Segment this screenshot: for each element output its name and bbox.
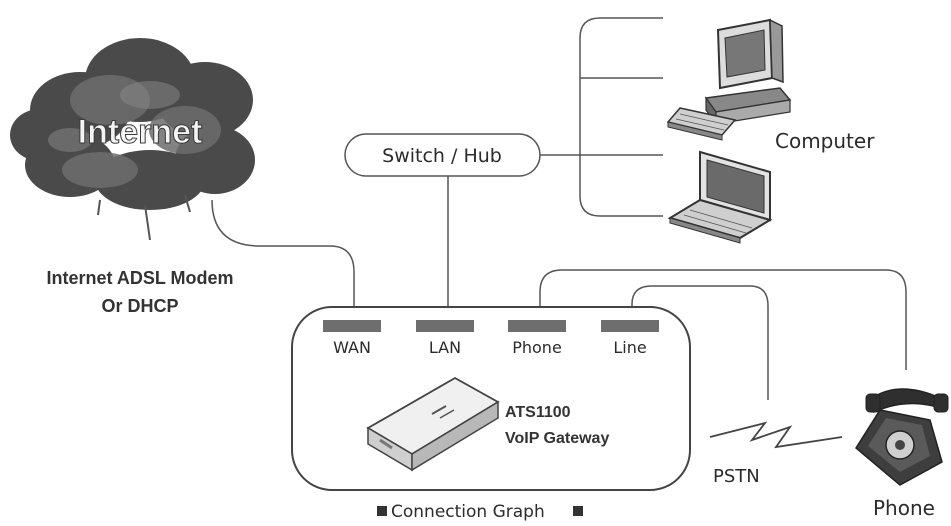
switch-label: Switch / Hub <box>382 145 502 167</box>
phone-port-label: Phone <box>512 338 562 357</box>
connection-lines <box>211 17 907 400</box>
wan-port-label: WAN <box>333 338 371 357</box>
caption: Connection Graph <box>391 502 545 522</box>
line-link <box>631 285 769 400</box>
gateway-device-icon <box>366 376 500 472</box>
pstn-lightning-icon <box>709 421 843 449</box>
lan-port-label: LAN <box>429 338 461 357</box>
device-name-line2: VoIP Gateway <box>505 430 609 447</box>
wan-port <box>323 320 381 332</box>
modem-label-line2: Or DHCP <box>101 296 178 316</box>
caption-bullet-left <box>377 506 387 516</box>
line-port <box>601 320 659 332</box>
phone-link <box>539 269 907 370</box>
modem-label-line1: Internet ADSL Modem <box>46 268 233 288</box>
phone-port <box>508 320 566 332</box>
internet-cloud <box>10 38 255 241</box>
desktop-computer-icon <box>666 18 792 141</box>
computer-label: Computer <box>775 129 875 153</box>
computer-bus <box>579 17 663 217</box>
laptop-icon <box>667 150 773 244</box>
line-port-label: Line <box>613 338 646 357</box>
pstn-label: PSTN <box>713 466 760 487</box>
wan-link <box>211 199 355 320</box>
internet-label: Internet <box>78 113 203 151</box>
device-name-line1: ATS1100 <box>505 404 571 421</box>
lan-port <box>416 320 474 332</box>
telephone-icon <box>855 388 949 486</box>
caption-bullet-right <box>573 506 583 516</box>
phone-label: Phone <box>873 496 935 520</box>
switch-hub-node <box>344 133 541 177</box>
